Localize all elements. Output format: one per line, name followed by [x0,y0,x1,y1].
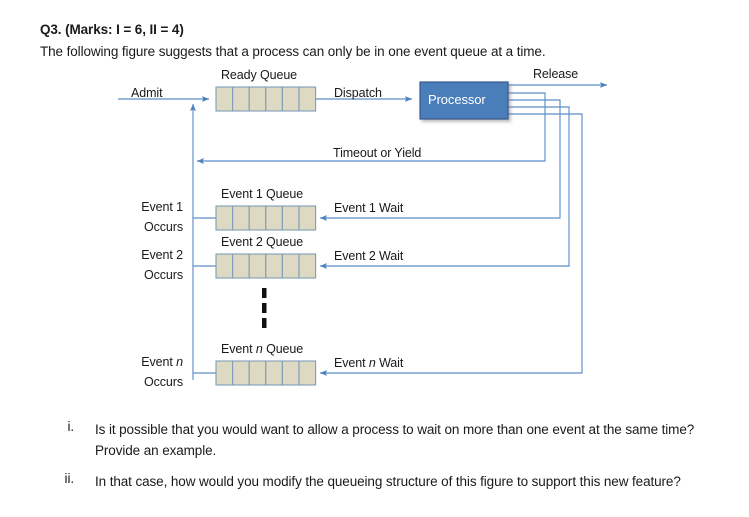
event-n-wait-path [319,113,583,376]
ready-queue-label: Ready Queue [221,68,298,82]
event-n-occurs-label-line2: Occurs [144,375,183,389]
question-part-ii: ii. In that case, how would you modify t… [40,471,740,517]
event-n-wait-label-post: Wait [375,356,404,370]
question-part-i-marker: i. [67,419,74,434]
event-2-wait-label: Event 2 Wait [334,249,404,263]
event-2-wait-path [319,106,570,269]
event-n-queue-label-post: Queue [262,342,304,356]
event-1-queue-label: Event 1 Queue [221,187,304,201]
event-n-wait-label: Event n Wait [334,356,403,370]
vertical-ellipsis-icon [262,288,267,328]
event-n-queue-label: Event n Queue [221,342,303,356]
event-n-wait-label-n: n [368,356,376,370]
release-label: Release [533,67,579,81]
event-1-occurs-label-line2: Occurs [144,220,183,234]
question-part-i-text: Is it possible that you would want to al… [95,422,695,458]
event-n-occurs-label-pre: Event [141,355,177,369]
process-queue-figure: Admit Ready Queue Dispatch Release Proce… [0,60,749,400]
dispatch-label: Dispatch [334,86,382,100]
event-2-occurs-label-line1: Event 2 [141,248,183,262]
figure-svg [118,81,608,386]
question-part-ii-text: In that case, how would you modify the q… [95,474,681,489]
question-title: Q3. (Marks: I = 6, II = 4) [40,22,184,37]
processor-box [419,81,509,120]
event-1-wait-path [319,99,561,221]
processor-label: Processor [428,92,486,107]
admit-label: Admit [131,86,163,100]
event-2-queue-boxes [215,253,317,279]
timeout-or-yield-path [196,92,546,164]
event-n-queue-boxes [215,360,317,386]
question-lead-text: The following figure suggests that a pro… [40,44,546,59]
timeout-or-yield-label: Timeout or Yield [333,146,422,160]
event-1-queue-boxes [215,205,317,231]
event-1-occurs-label-line1: Event 1 [141,200,183,214]
event-n-occurs-label-n: n [176,355,183,369]
event-n-occurs-label-line1: Event n [85,355,183,369]
event-2-queue-label: Event 2 Queue [221,235,304,249]
ready-queue-boxes [215,86,317,112]
event-1-wait-label: Event 1 Wait [334,201,404,215]
question-part-i: i. Is it possible that you would want to… [40,419,740,465]
event-n-queue-label-n: n [255,342,263,356]
event-2-occurs-label-line2: Occurs [144,268,183,282]
question-part-ii-marker: ii. [64,471,75,486]
event-n-wait-label-pre: Event [334,356,369,370]
event-n-queue-label-pre: Event [221,342,256,356]
